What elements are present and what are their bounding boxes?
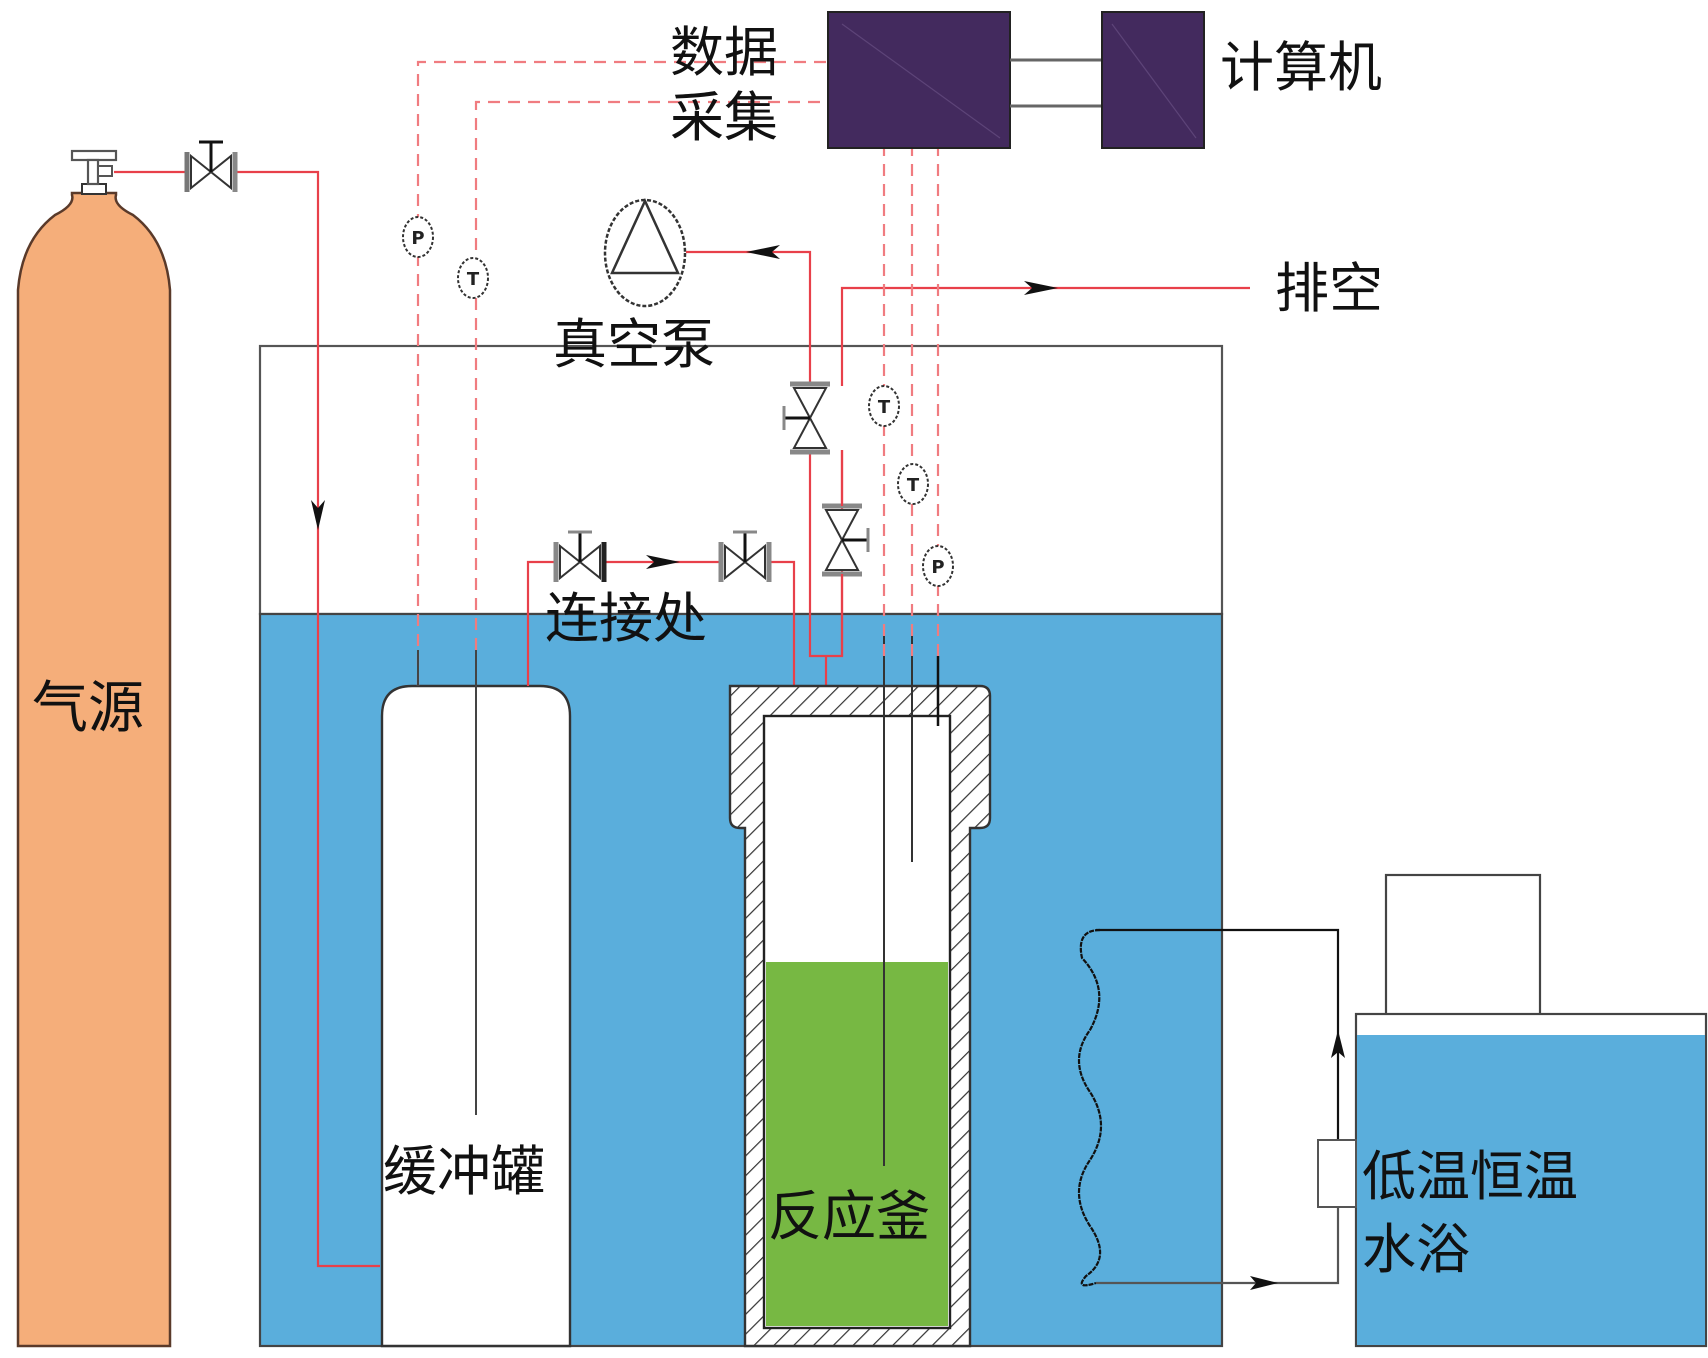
coolant-return-line	[1096, 1207, 1340, 1285]
cylinder-neck	[81, 183, 107, 195]
circulator-water	[1357, 1035, 1705, 1345]
buffer-tank: 缓冲罐	[380, 650, 572, 1348]
cooling-coil	[1078, 928, 1102, 1287]
connection-valve-2-icon[interactable]	[718, 530, 772, 582]
flow-arrow-coolant-up	[1331, 1030, 1345, 1058]
computer[interactable]	[1101, 11, 1205, 149]
buffer-pressure-gauge: P	[402, 216, 434, 258]
connection-valve-1-icon[interactable]	[553, 530, 607, 582]
bath-label-line1: 低温恒温	[1362, 1145, 1578, 1208]
gas-cylinder: 气源	[16, 149, 172, 1348]
buffer-tank-label: 缓冲罐	[383, 1140, 545, 1203]
vacuum-valve-icon[interactable]	[782, 381, 830, 455]
vacuum-pump-label: 真空泵	[553, 313, 715, 376]
vent-line	[840, 286, 1250, 386]
flow-arrow-vent	[1024, 281, 1058, 295]
vacuum-pump-icon[interactable]	[603, 197, 687, 308]
circulator-head	[1384, 873, 1542, 1017]
buffer-temperature-signal	[474, 100, 830, 650]
gas-source-label: 气源	[32, 676, 144, 741]
coolant-supply-line	[1096, 928, 1340, 1140]
reactor-liquid	[766, 962, 948, 1326]
buffer-outlet-pipe	[526, 560, 556, 686]
reactor-temperature-gauge-1: T	[868, 385, 900, 427]
reactor-inlet-pipe	[770, 560, 796, 716]
reactor-pressure-gauge: P	[922, 545, 954, 587]
vent-valve-icon[interactable]	[822, 503, 870, 577]
flow-arrow-connection	[646, 555, 680, 569]
reactor-temperature-gauge-2: T	[897, 463, 929, 505]
circulator-bath: 低温恒温 水浴	[1317, 873, 1708, 1348]
buffer-temperature-gauge: T	[457, 257, 489, 299]
gas-inlet-pipe-2	[236, 170, 380, 1268]
flow-arrow-coolant-out	[1250, 1276, 1278, 1290]
bath-air-space	[258, 344, 1224, 616]
inlet-valve-icon[interactable]	[184, 140, 238, 192]
reactor: 反应釜	[728, 626, 992, 1348]
flow-arrow-gas-down	[311, 500, 325, 530]
computer-label: 计算机	[1220, 36, 1382, 99]
vent-label: 排空	[1275, 257, 1383, 320]
reactor-label: 反应釜	[768, 1185, 930, 1248]
buffer-pressure-signal	[416, 60, 830, 686]
cylinder-body	[16, 191, 172, 1348]
gauge-label: T	[907, 475, 920, 496]
bath-label-line2: 水浴	[1362, 1218, 1470, 1281]
vacuum-line	[686, 250, 812, 386]
gauge-label: P	[931, 557, 944, 578]
circulator-port[interactable]	[1317, 1139, 1357, 1208]
data-acquisition-label-line2: 采集	[670, 86, 778, 149]
connection-label: 连接处	[545, 587, 707, 650]
flow-arrow-vacuum	[746, 245, 780, 259]
cylinder-valve-icon	[70, 149, 118, 186]
gauge-label: P	[411, 228, 424, 249]
data-acquisition-label-line1: 数据	[670, 21, 778, 84]
gauge-label: T	[467, 269, 480, 290]
data-acquisition-unit[interactable]	[827, 11, 1011, 149]
gauge-label: T	[878, 397, 891, 418]
